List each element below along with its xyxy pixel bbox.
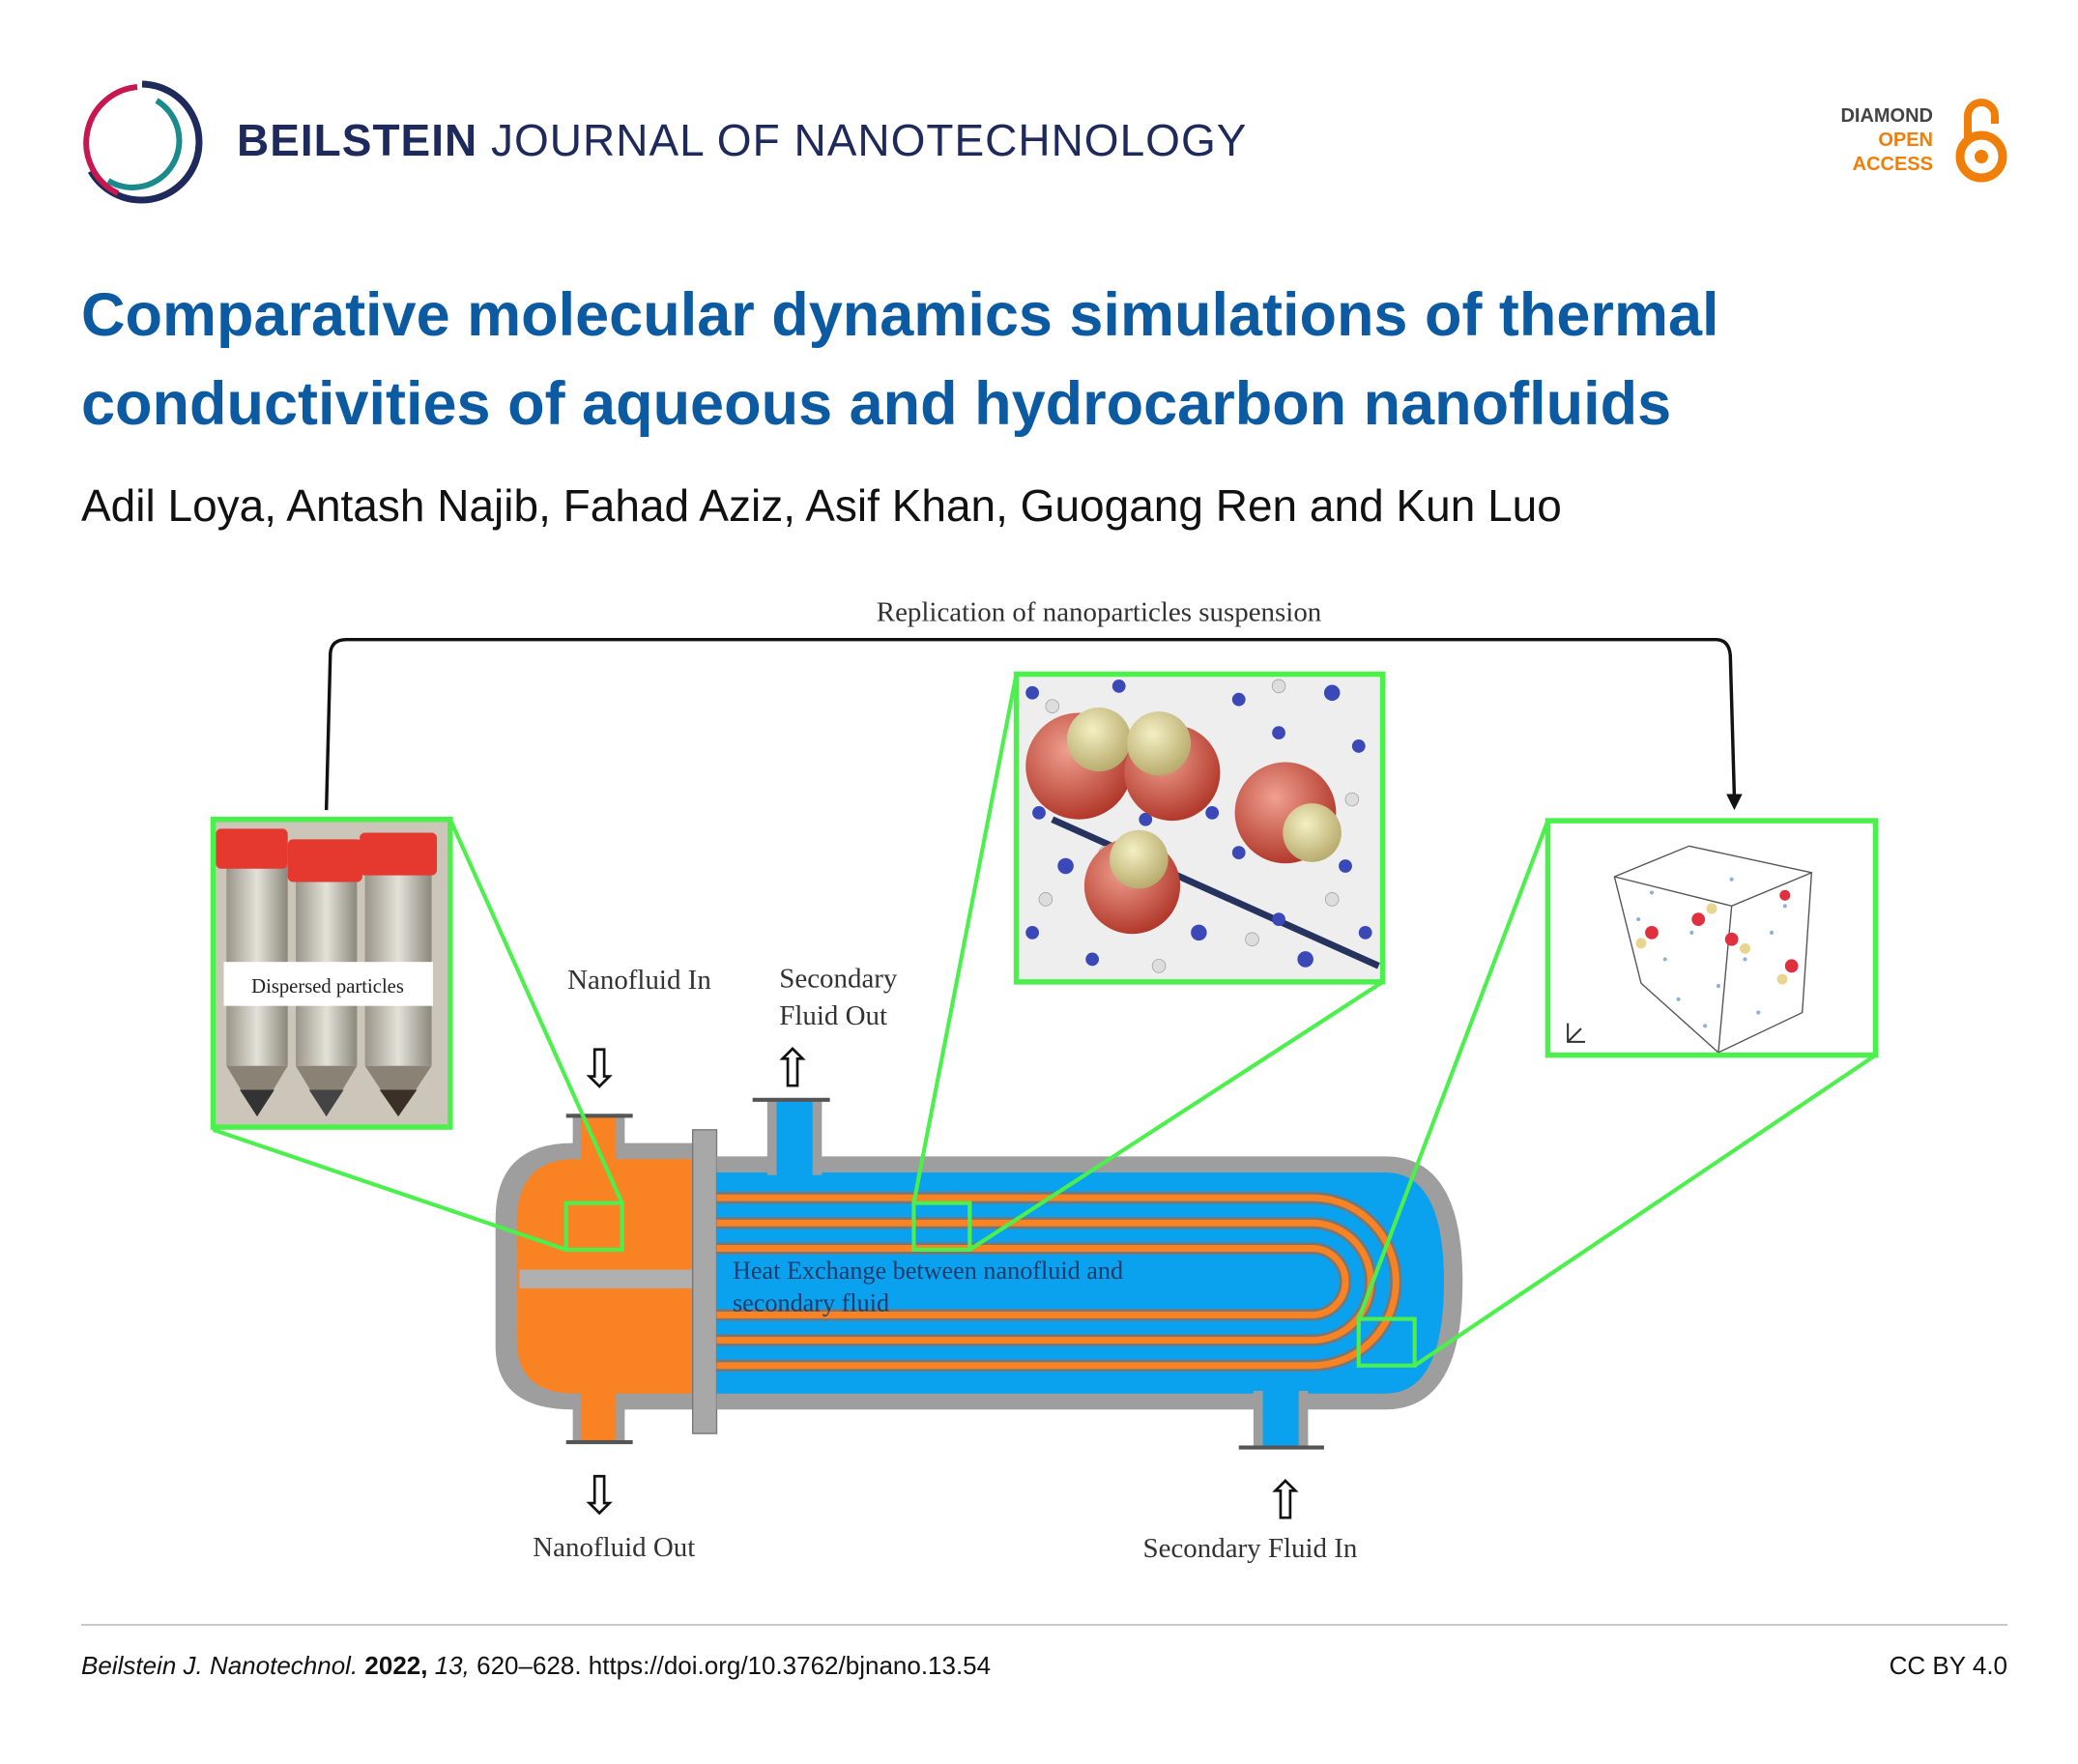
beilstein-logo xyxy=(83,80,203,204)
heat-exchanger: Heat Exchange between nanofluid and seco… xyxy=(495,1097,1463,1450)
callouts xyxy=(212,674,1877,1368)
secondary-inlet-nozzle xyxy=(1262,1390,1299,1447)
heat-exchange-label-2: secondary fluid xyxy=(733,1288,889,1316)
nanoparticle-md-render xyxy=(1016,674,1383,982)
open-lock-icon xyxy=(1955,99,2007,183)
secondary-out-label-2: Fluid Out xyxy=(779,1000,887,1031)
license: CC BY 4.0 xyxy=(1889,1651,2007,1680)
arrow-down-icon: ⇩ xyxy=(577,1039,621,1099)
secondary-outlet-nozzle xyxy=(776,1100,813,1175)
journal-name-bold: BEILSTEIN xyxy=(237,115,478,165)
heat-exchange-label-1: Heat Exchange between nanofluid and xyxy=(733,1257,1123,1285)
simulation-box-render xyxy=(1547,821,1876,1056)
journal-name: BEILSTEIN JOURNAL OF NANOTECHNOLOGY xyxy=(237,114,1247,166)
dispersed-particles-photo: Dispersed particles xyxy=(213,819,450,1128)
citation: Beilstein J. Nanotechnol. 2022, 13, 620–… xyxy=(81,1651,991,1681)
arrow-down-icon: ⇩ xyxy=(577,1465,621,1525)
dispersed-particles-label: Dispersed particles xyxy=(251,976,404,998)
tube-sheet-flange xyxy=(691,1129,718,1434)
citation-volume: 13, xyxy=(434,1651,470,1680)
inset-frame-right xyxy=(1544,818,1879,1058)
nanofluid-out-label: Nanofluid Out xyxy=(533,1532,695,1563)
secondary-out-label-1: Secondary xyxy=(779,963,898,994)
title-line-2: conductivities of aqueous and hydrocarbo… xyxy=(81,370,1672,438)
footer-divider xyxy=(81,1624,2007,1626)
secondary-in-label: Secondary Fluid In xyxy=(1142,1533,1357,1564)
replication-bracket xyxy=(324,637,1737,811)
diamond-open-access-badge: DIAMOND OPEN ACCESS xyxy=(1827,97,2010,188)
oa-access: ACCESS xyxy=(1852,154,1933,175)
u-tubes xyxy=(716,1191,1402,1372)
head-divider xyxy=(519,1269,693,1288)
bracket-arrowhead xyxy=(1726,794,1743,811)
inset-frame-left xyxy=(210,816,453,1130)
arrow-up-icon: ⇧ xyxy=(770,1039,815,1099)
citation-journal: Beilstein J. Nanotechnol. xyxy=(81,1651,359,1680)
oa-diamond: DIAMOND xyxy=(1840,105,1933,127)
title-line-1: Comparative molecular dynamics simulatio… xyxy=(81,281,1719,349)
nanofluid-in-label: Nanofluid In xyxy=(567,965,711,996)
arrow-up-icon: ⇧ xyxy=(1263,1470,1308,1530)
citation-year: 2022, xyxy=(364,1651,428,1680)
inset-frame-middle xyxy=(1013,671,1386,985)
author-list: Adil Loya, Antash Najib, Fahad Aziz, Asi… xyxy=(81,480,1562,531)
axes-icon xyxy=(1567,1023,1586,1043)
article-title: Comparative molecular dynamics simulatio… xyxy=(81,271,1966,448)
journal-name-rest: JOURNAL OF NANOTECHNOLOGY xyxy=(491,115,1248,165)
oa-open: OPEN xyxy=(1878,130,1933,151)
nanofluid-outlet-nozzle xyxy=(580,1390,616,1442)
citation-pages-doi[interactable]: 620–628. https://doi.org/10.3762/bjnano.… xyxy=(476,1651,992,1680)
replication-label: Replication of nanoparticles suspension xyxy=(877,596,1322,627)
